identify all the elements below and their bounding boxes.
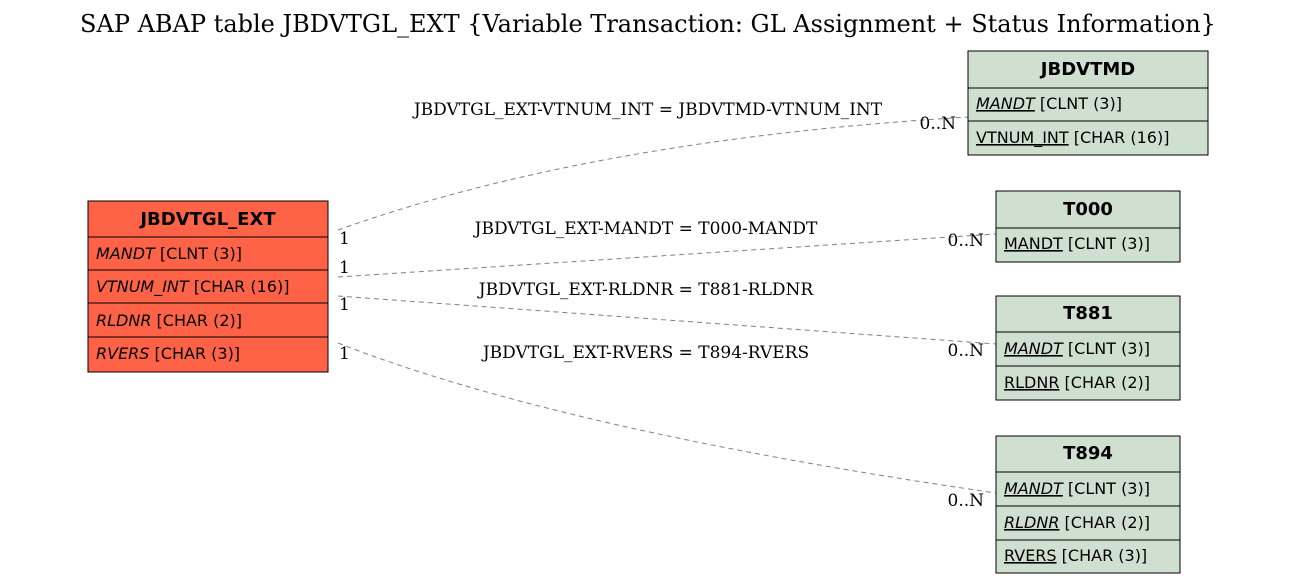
cardinality-to-t000: 0..N (948, 231, 985, 251)
related-table-name: JBDVTMD (1039, 59, 1135, 80)
cardinality-from-t894: 1 (339, 344, 350, 364)
relation-label-t000: JBDVTGL_EXT-MANDT = T000-MANDT (473, 219, 818, 239)
relation-label-jbdvtmd: JBDVTGL_EXT-VTNUM_INT = JBDVTMD-VTNUM_IN… (412, 100, 883, 120)
related-table-jbdvtmd: JBDVTMD MANDT [CLNT (3)] VTNUM_INT [CHAR… (967, 50, 1209, 156)
main-table-row (87, 336, 329, 373)
related-table-row (995, 227, 1181, 263)
related-table-row (995, 331, 1181, 367)
relation-edge-t881 (337, 295, 997, 345)
jbdvtmd-field-vtnum-int: VTNUM_INT [CHAR (16)] (976, 128, 1169, 148)
relation-edge-t894 (337, 342, 997, 494)
related-table-t000: T000 MANDT [CLNT (3)] (995, 190, 1181, 263)
main-table: JBDVTGL_EXT MANDT [CLNT (3)] VTNUM_INT [… (87, 200, 329, 373)
main-field-rvers: RVERS [CHAR (3)] (96, 344, 240, 363)
relation-edge-jbdvtmd (337, 116, 969, 231)
t894-field-mandt: MANDT [CLNT (3)] (1004, 479, 1150, 498)
main-field-vtnum-int: VTNUM_INT [CHAR (16)] (96, 277, 289, 297)
cardinality-from-t000: 1 (339, 258, 350, 278)
t881-field-rldnr: RLDNR [CHAR (2)] (1004, 373, 1150, 392)
diagram-title: SAP ABAP table JBDVTGL_EXT {Variable Tra… (80, 10, 1216, 38)
cardinality-to-jbdvtmd: 0..N (920, 114, 957, 134)
t000-field-mandt: MANDT [CLNT (3)] (1004, 234, 1150, 253)
related-table-name: T894 (1063, 443, 1113, 464)
related-table-t894: T894 MANDT [CLNT (3)] RLDNR [CHAR (2)] R… (995, 435, 1181, 574)
main-table-header (87, 200, 329, 238)
main-field-mandt: MANDT [CLNT (3)] (96, 244, 242, 263)
related-table-row (967, 120, 1209, 156)
relation-label-t894: JBDVTGL_EXT-RVERS = T894-RVERS (481, 343, 809, 363)
main-table-row (87, 236, 329, 271)
relation-edge-t000 (337, 233, 997, 278)
cardinality-to-t894: 0..N (948, 491, 985, 511)
cardinality-from-t881: 1 (339, 295, 350, 315)
cardinality-to-t881: 0..N (948, 341, 985, 361)
related-table-header (995, 435, 1181, 473)
relation-label-t881: JBDVTGL_EXT-RLDNR = T881-RLDNR (477, 280, 815, 300)
main-table-row (87, 269, 329, 304)
related-table-row (995, 365, 1181, 401)
t894-field-rldnr: RLDNR [CHAR (2)] (1004, 513, 1150, 532)
related-table-name: T000 (1063, 199, 1113, 220)
related-table-row (995, 539, 1181, 574)
t894-field-rvers: RVERS [CHAR (3)] (1004, 546, 1147, 565)
main-table-name: JBDVTGL_EXT (138, 209, 276, 230)
main-table-row (87, 302, 329, 338)
t881-field-mandt: MANDT [CLNT (3)] (1004, 339, 1150, 358)
related-table-row (995, 505, 1181, 541)
related-table-header (995, 295, 1181, 333)
related-table-t881: T881 MANDT [CLNT (3)] RLDNR [CHAR (2)] (995, 295, 1181, 401)
jbdvtmd-field-mandt: MANDT [CLNT (3)] (976, 94, 1122, 113)
main-field-rldnr: RLDNR [CHAR (2)] (96, 311, 242, 330)
cardinality-from-jbdvtmd: 1 (339, 229, 350, 249)
related-table-header (967, 50, 1209, 89)
related-table-name: T881 (1063, 303, 1113, 324)
